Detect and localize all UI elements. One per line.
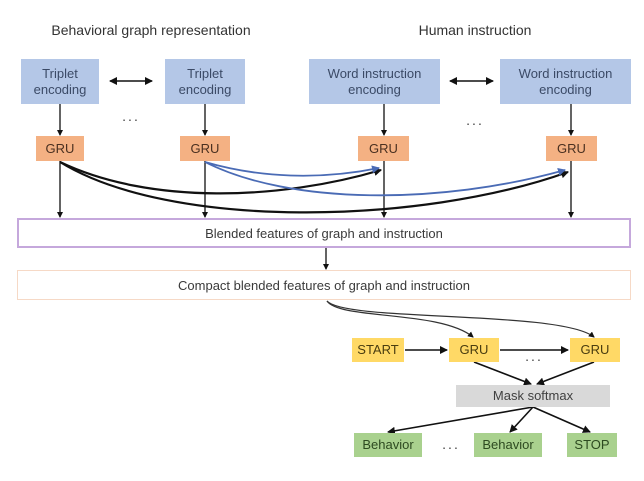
softmax-to-behavior1-arrow <box>387 406 534 435</box>
stop-output: STOP <box>567 433 617 457</box>
decoder-ellipsis: ... <box>525 348 543 364</box>
compact-features-label: Compact blended features of graph and in… <box>178 277 470 293</box>
graph-section-title: Behavioral graph representation <box>51 22 251 38</box>
gru1-to-gru4-curve <box>59 161 569 214</box>
blended-features-box: Blended features of graph and instructio… <box>17 218 631 248</box>
start-token-box: START <box>352 338 404 362</box>
compact-to-decoder-gru2-curve <box>326 300 595 338</box>
instruction-ellipsis: ... <box>466 112 484 128</box>
triplet-encoding-label: Triplet encoding <box>33 65 87 97</box>
decoder-gru-2: GRU <box>570 338 620 362</box>
softmax-to-behavior2-arrow <box>509 406 534 433</box>
blended-features-label: Blended features of graph and instructio… <box>205 225 443 241</box>
compact-features-box: Compact blended features of graph and in… <box>17 270 631 300</box>
gru1-to-softmax-arrow <box>473 361 532 386</box>
encoder-gru-2: GRU <box>180 136 230 161</box>
behavior-output-2: Behavior <box>474 433 542 457</box>
encoder-gru-4: GRU <box>546 136 597 161</box>
instruction-section-title: Human instruction <box>418 22 532 38</box>
gru2-to-gru3-curve <box>204 161 380 177</box>
word-encoding-label: Word instruction encoding <box>518 65 613 97</box>
triplet-encoding-box-2: Triplet encoding <box>165 59 245 104</box>
gru2-to-softmax-arrow <box>536 361 595 386</box>
decoder-gru-1: GRU <box>449 338 499 362</box>
behavior-output-1: Behavior <box>354 433 422 457</box>
gru1-to-gru3-curve <box>59 161 382 195</box>
encoder-gru-1: GRU <box>36 136 84 161</box>
encoder-gru-3: GRU <box>358 136 409 161</box>
softmax-to-stop-arrow <box>532 406 591 433</box>
word-encoding-box-2: Word instruction encoding <box>500 59 631 104</box>
word-encoding-label: Word instruction encoding <box>327 65 422 97</box>
compact-to-decoder-gru1-curve <box>326 300 474 338</box>
word-encoding-box-1: Word instruction encoding <box>309 59 440 104</box>
output-ellipsis: ... <box>442 436 460 452</box>
gru2-to-gru4-curve <box>204 161 566 197</box>
triplet-encoding-box-1: Triplet encoding <box>21 59 99 104</box>
triplet-encoding-label: Triplet encoding <box>178 65 232 97</box>
graph-ellipsis: ... <box>122 108 140 124</box>
mask-softmax-box: Mask softmax <box>456 385 610 407</box>
